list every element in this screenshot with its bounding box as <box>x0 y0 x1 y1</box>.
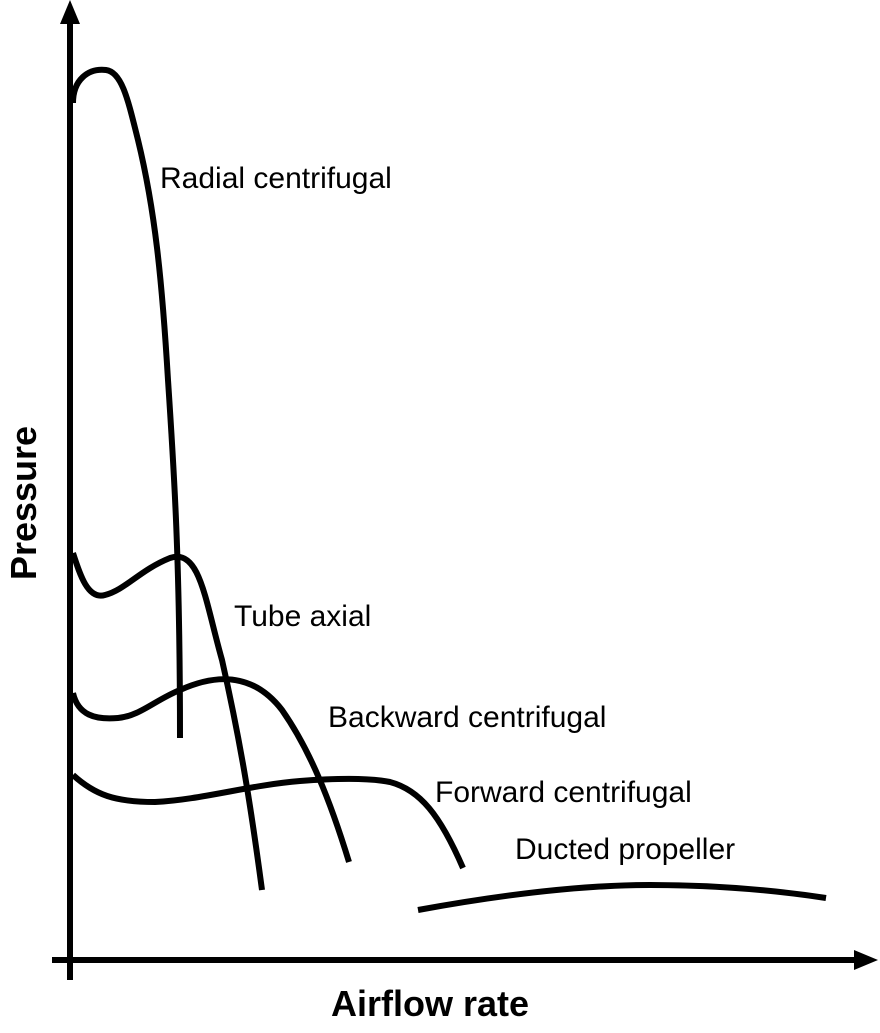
x-axis-label: Airflow rate <box>331 983 529 1024</box>
backward-centrifugal-label: Backward centrifugal <box>328 701 606 734</box>
tube-axial-curve <box>70 552 265 891</box>
radial-centrifugal-curve <box>70 66 183 739</box>
x-axis-arrowhead <box>854 950 878 970</box>
y-axis-arrowhead <box>60 0 80 24</box>
radial-centrifugal-label: Radial centrifugal <box>160 162 392 195</box>
tube-axial-label: Tube axial <box>234 600 371 633</box>
ducted-propeller-curve <box>417 882 827 913</box>
ducted-propeller-label: Ducted propeller <box>515 833 735 866</box>
y-axis-label: Pressure <box>3 426 44 580</box>
forward-centrifugal-curve <box>70 772 466 870</box>
forward-centrifugal-label: Forward centrifugal <box>435 776 692 809</box>
backward-centrifugal-curve <box>70 676 352 863</box>
